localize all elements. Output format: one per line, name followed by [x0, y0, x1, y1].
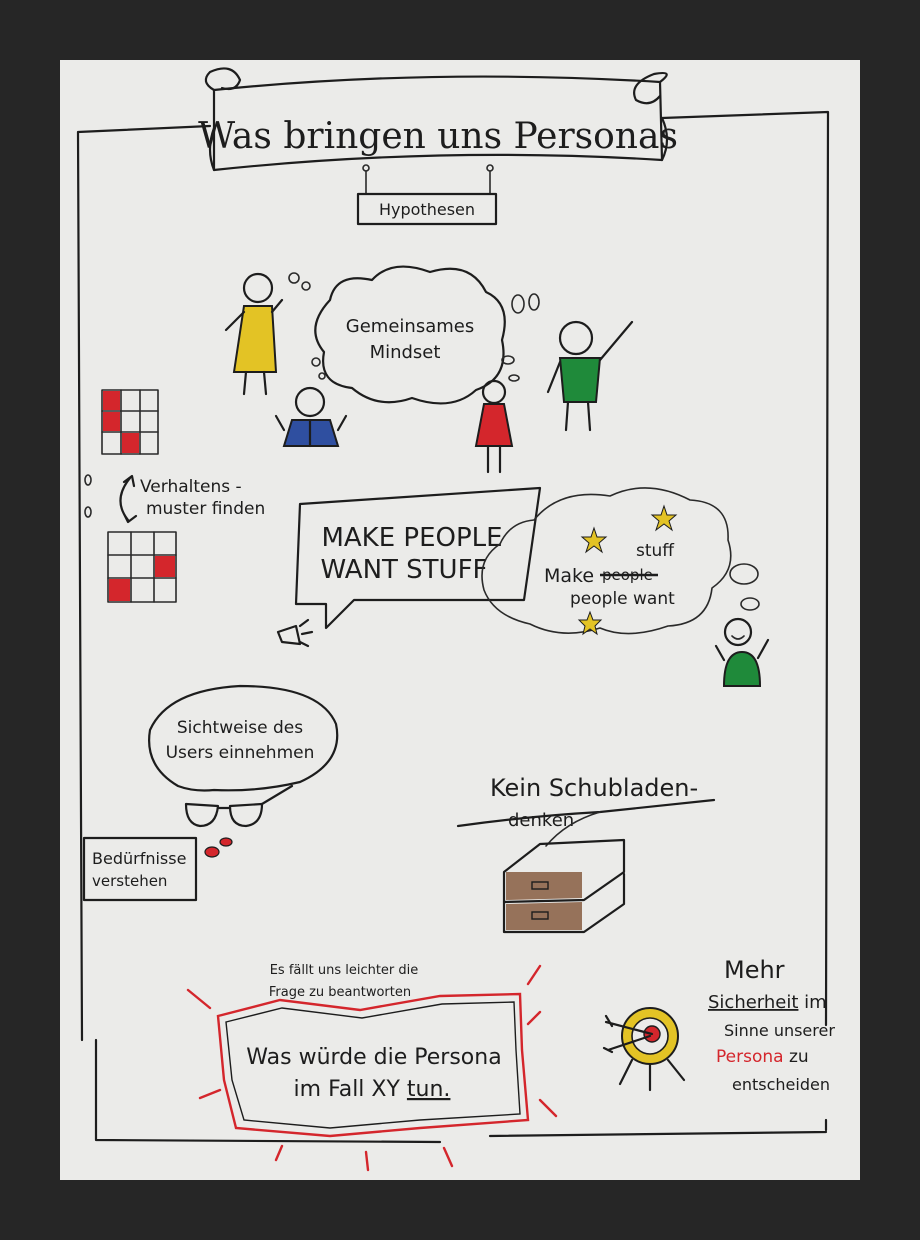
question-line-2-emph: tun.: [407, 1077, 451, 1102]
red-person-icon: [474, 355, 520, 474]
user-view-line-2: Users einnehmen: [166, 743, 315, 763]
security-keyword: Sicherheit: [708, 992, 798, 1013]
question-line-1: Was würde die Persona: [246, 1045, 501, 1070]
mindset-line-2: Mindset: [370, 342, 441, 363]
glasses-icon: [184, 784, 294, 828]
question-intro-2: Frage zu beantworten: [269, 985, 411, 1000]
poster-frame: [76, 110, 830, 1144]
drawer-cabinet-icon: [502, 838, 626, 934]
mindset-thought-cloud: [314, 265, 506, 405]
mindset-line-1: Gemeinsames: [346, 316, 474, 337]
bubble-dot-icon: [740, 597, 760, 611]
drawer-line-1: Kein Schubladen-: [490, 774, 698, 802]
security-line-4: Persona zu: [716, 1047, 809, 1067]
cycle-arrow-icon: [119, 474, 138, 524]
drawer-line-2: denken: [508, 810, 574, 831]
make-people-speech-bubble: [294, 486, 542, 630]
star-icon: [577, 504, 678, 636]
dot-icon: [84, 474, 92, 486]
green-person-icon: [511, 293, 634, 432]
blue-person-icon: [274, 357, 348, 448]
hypothesen-label: Hypothesen: [379, 200, 475, 219]
pattern-grid-top: [101, 389, 159, 455]
question-intro-1: Es fällt uns leichter die: [270, 963, 419, 978]
security-line-2: Sicherheit im: [708, 992, 827, 1013]
security-suffix: im: [798, 992, 826, 1013]
happy-person-icon: [714, 617, 770, 687]
security-line-1: Mehr: [724, 956, 785, 984]
hypothesen-sign: [356, 164, 498, 226]
make-stuff-cloud: [481, 487, 732, 635]
cloud-make: Make: [544, 565, 594, 587]
bubble-dot-icon: [729, 563, 759, 585]
behavior-line-1: Verhaltens -: [140, 477, 242, 497]
dot-icon: [84, 506, 92, 518]
speech-line-2: WANT STUFF: [321, 555, 488, 585]
needs-line-2: verstehen: [92, 872, 167, 890]
drawer-arrow: [545, 811, 601, 847]
behavior-line-2: muster finden: [146, 499, 265, 519]
yellow-person-icon: [224, 272, 311, 396]
speech-line-1: MAKE PEOPLE: [321, 523, 502, 553]
security-line-5: entscheiden: [732, 1075, 830, 1094]
needs-line-1: Bedürfnisse: [92, 849, 186, 868]
title-banner: [204, 67, 669, 172]
pattern-grid-bottom: [107, 531, 177, 603]
security-line-3: Sinne unserer: [724, 1021, 835, 1040]
persona-suffix: zu: [784, 1047, 809, 1067]
user-view-line-1: Sichtweise des: [177, 718, 303, 738]
question-line-2-prefix: im Fall XY: [294, 1077, 407, 1102]
question-explosion-box: [186, 964, 558, 1172]
user-view-bubble: [148, 684, 339, 792]
megaphone-icon: [276, 618, 314, 648]
page-title: Was bringen uns Personas: [198, 116, 678, 157]
persona-emph: Persona: [716, 1047, 784, 1067]
drawer-underline: [456, 798, 716, 828]
target-icon: [602, 1007, 686, 1092]
question-line-2: im Fall XY tun.: [294, 1077, 451, 1102]
cloud-line-2: people want: [570, 589, 675, 609]
cloud-stuff: stuff: [636, 541, 675, 561]
needs-box: [82, 836, 233, 902]
